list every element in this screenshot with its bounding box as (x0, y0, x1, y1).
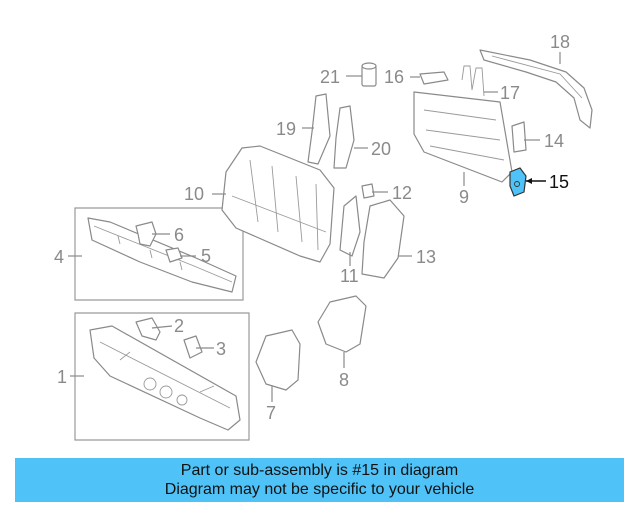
callout-7: 7 (266, 403, 276, 423)
part-20-pillar (333, 105, 355, 169)
part-18-roof-bow (479, 49, 593, 129)
callout-10: 10 (184, 184, 204, 204)
callout-5: 5 (201, 246, 211, 266)
part-2-bracket (135, 317, 161, 341)
callout-2: 2 (174, 316, 184, 336)
leader-lines (68, 52, 561, 402)
part-14-bracket (511, 121, 527, 153)
callout-20: 20 (371, 139, 391, 159)
callout-12: 12 (392, 183, 412, 203)
part-13-panel (361, 199, 405, 279)
callout-17: 17 (500, 83, 520, 103)
part-8-bracket (317, 295, 367, 353)
banner-line-2: Diagram may not be specific to your vehi… (164, 481, 475, 498)
callout-21: 21 (320, 67, 340, 87)
callout-6: 6 (174, 225, 184, 245)
part-7-bracket (255, 329, 301, 391)
info-banner: Part or sub-assembly is #15 in diagram D… (15, 458, 624, 502)
callout-14: 14 (544, 131, 564, 151)
callout-11: 11 (340, 266, 359, 286)
callout-3: 3 (216, 339, 226, 359)
part-9-back-panel (413, 91, 513, 183)
callout-8: 8 (339, 370, 349, 390)
part-6-bracket (135, 221, 157, 247)
group-box-4 (74, 207, 244, 301)
part-11-panel (339, 195, 361, 257)
part-16-clip (419, 71, 449, 85)
callout-4: 4 (54, 247, 64, 267)
callout-19: 19 (276, 119, 296, 139)
callout-18: 18 (550, 32, 570, 52)
part-4-cross-member (87, 217, 237, 293)
part-5-clip (165, 247, 183, 263)
callout-1: 1 (57, 367, 67, 387)
callout-15: 15 (549, 172, 569, 192)
callout-9: 9 (459, 187, 469, 207)
part-12-bracket (361, 183, 375, 199)
part-15-bracket (509, 167, 527, 197)
part-1-rear-panel (89, 325, 241, 431)
part-17-spring (461, 65, 485, 97)
banner-line-1: Part or sub-assembly is #15 in diagram (180, 462, 459, 479)
part-10-seat-frame (221, 145, 335, 263)
part-3-bracket (183, 335, 203, 359)
callout-13: 13 (416, 247, 436, 267)
parts-diagram: 1 2 3 4 5 6 7 8 9 10 11 12 13 14 15 16 1… (54, 32, 593, 441)
group-box-1 (74, 312, 250, 441)
callout-16: 16 (384, 67, 404, 87)
part-21-cylinder (361, 62, 377, 87)
part-19-pillar (307, 93, 331, 165)
